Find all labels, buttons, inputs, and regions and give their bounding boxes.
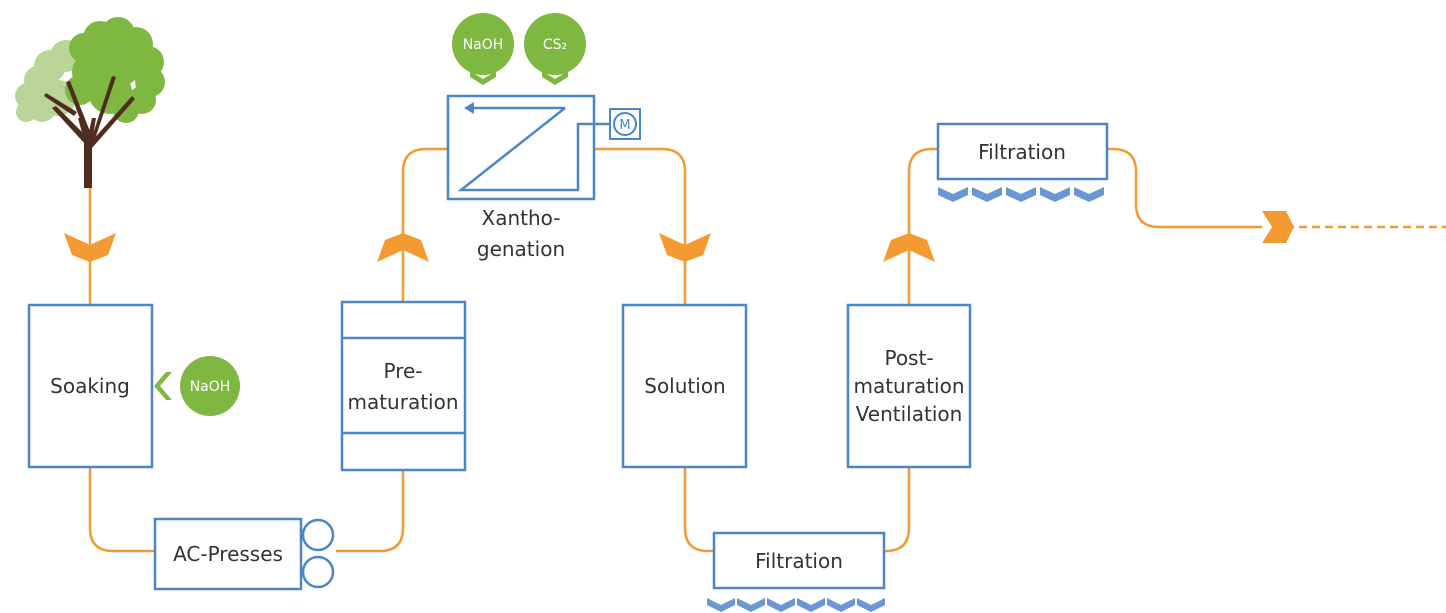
pipe-postmaturation-to-filtration2: [907, 147, 938, 305]
pipe-solution-to-filtration1: [683, 467, 714, 553]
prematuration-label-line1: Pre-: [383, 359, 422, 383]
filter-marks-2: [938, 187, 1104, 202]
pipe-filtration1-to-postmaturation: [884, 467, 911, 553]
naoh-label: NaOH: [190, 379, 231, 395]
chevron-left-icon: [154, 372, 172, 400]
pipe-soaking-to-presses: [88, 467, 155, 553]
pipe-xanthogenation-to-solution: [594, 147, 687, 305]
solution-tank: [621, 303, 748, 469]
xanthogenation-label-line2: genation: [477, 237, 565, 261]
xanthogenation-label-line1: Xantho-: [482, 206, 561, 230]
postmaturation-label-line3: Ventilation: [856, 402, 963, 426]
postmaturation-label-line2: maturation: [853, 374, 964, 398]
ac-presses-box: [153, 517, 303, 591]
chevron-down-icon: [470, 71, 496, 85]
soaking-tank: [27, 303, 154, 469]
soaking-label: Soaking: [50, 374, 130, 398]
output-arrow-icon: [1262, 211, 1294, 243]
tree-icon: [15, 17, 165, 188]
chemical-bubble: [180, 356, 240, 416]
chemical-bubble: [452, 13, 514, 75]
filtration-1-box: [712, 531, 886, 590]
roller-icon: [301, 555, 335, 589]
cs2-label: CS₂: [543, 37, 567, 53]
cs2-inlet-xanthogenation: CS₂: [524, 13, 586, 85]
prematuration-tank: [340, 300, 467, 472]
naoh-inlet-xanthogenation: NaOH: [452, 13, 514, 85]
filter-marks-1: [707, 598, 885, 612]
flow-arrow-up-postmaturation: [883, 233, 935, 262]
flow-arrow-down-soaking: [64, 233, 116, 262]
postmaturation-tank: [846, 303, 972, 469]
flow-arrow-down-solution: [659, 233, 711, 262]
motor-icon: M: [609, 108, 641, 140]
filtration-1-label: Filtration: [755, 549, 843, 573]
mixer-z-icon: [457, 102, 610, 192]
chemical-bubble: [524, 13, 586, 75]
roller-icon: [301, 518, 335, 552]
naoh-label: NaOH: [463, 37, 504, 53]
pipe-filtration2-to-output: [1107, 147, 1262, 229]
prematuration-label-line2: maturation: [347, 390, 458, 414]
solution-label: Solution: [644, 374, 725, 398]
ac-presses-label: AC-Presses: [173, 542, 283, 566]
filtration-2-box: [936, 122, 1109, 181]
filtration-2-label: Filtration: [978, 140, 1066, 164]
naoh-inlet-soaking: NaOH: [154, 356, 240, 416]
motor-label: M: [619, 118, 630, 133]
flow-arrow-up-prematuration: [377, 233, 429, 262]
chevron-down-icon: [542, 71, 568, 85]
pipe-presses-to-prematuration: [336, 470, 405, 553]
postmaturation-label-line1: Post-: [884, 346, 933, 370]
pipe-prematuration-to-xanthogenation: [401, 147, 448, 302]
